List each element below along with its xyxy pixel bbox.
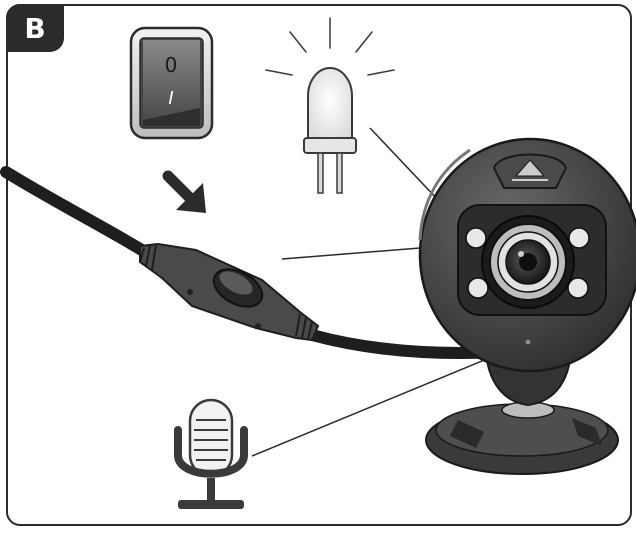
switch-on-symbol: 0 — [165, 53, 178, 77]
rocker-switch-icon: 0 I — [129, 26, 214, 140]
webcam-icon — [418, 137, 636, 475]
arrow-icon — [162, 170, 206, 213]
led-bulb-icon — [265, 17, 395, 194]
microphone-icon — [174, 398, 248, 509]
leader-line-microphone — [251, 341, 529, 457]
switch-off-symbol: I — [168, 88, 173, 109]
inline-switch-icon — [139, 242, 320, 342]
panel-label-badge: B — [6, 4, 64, 52]
